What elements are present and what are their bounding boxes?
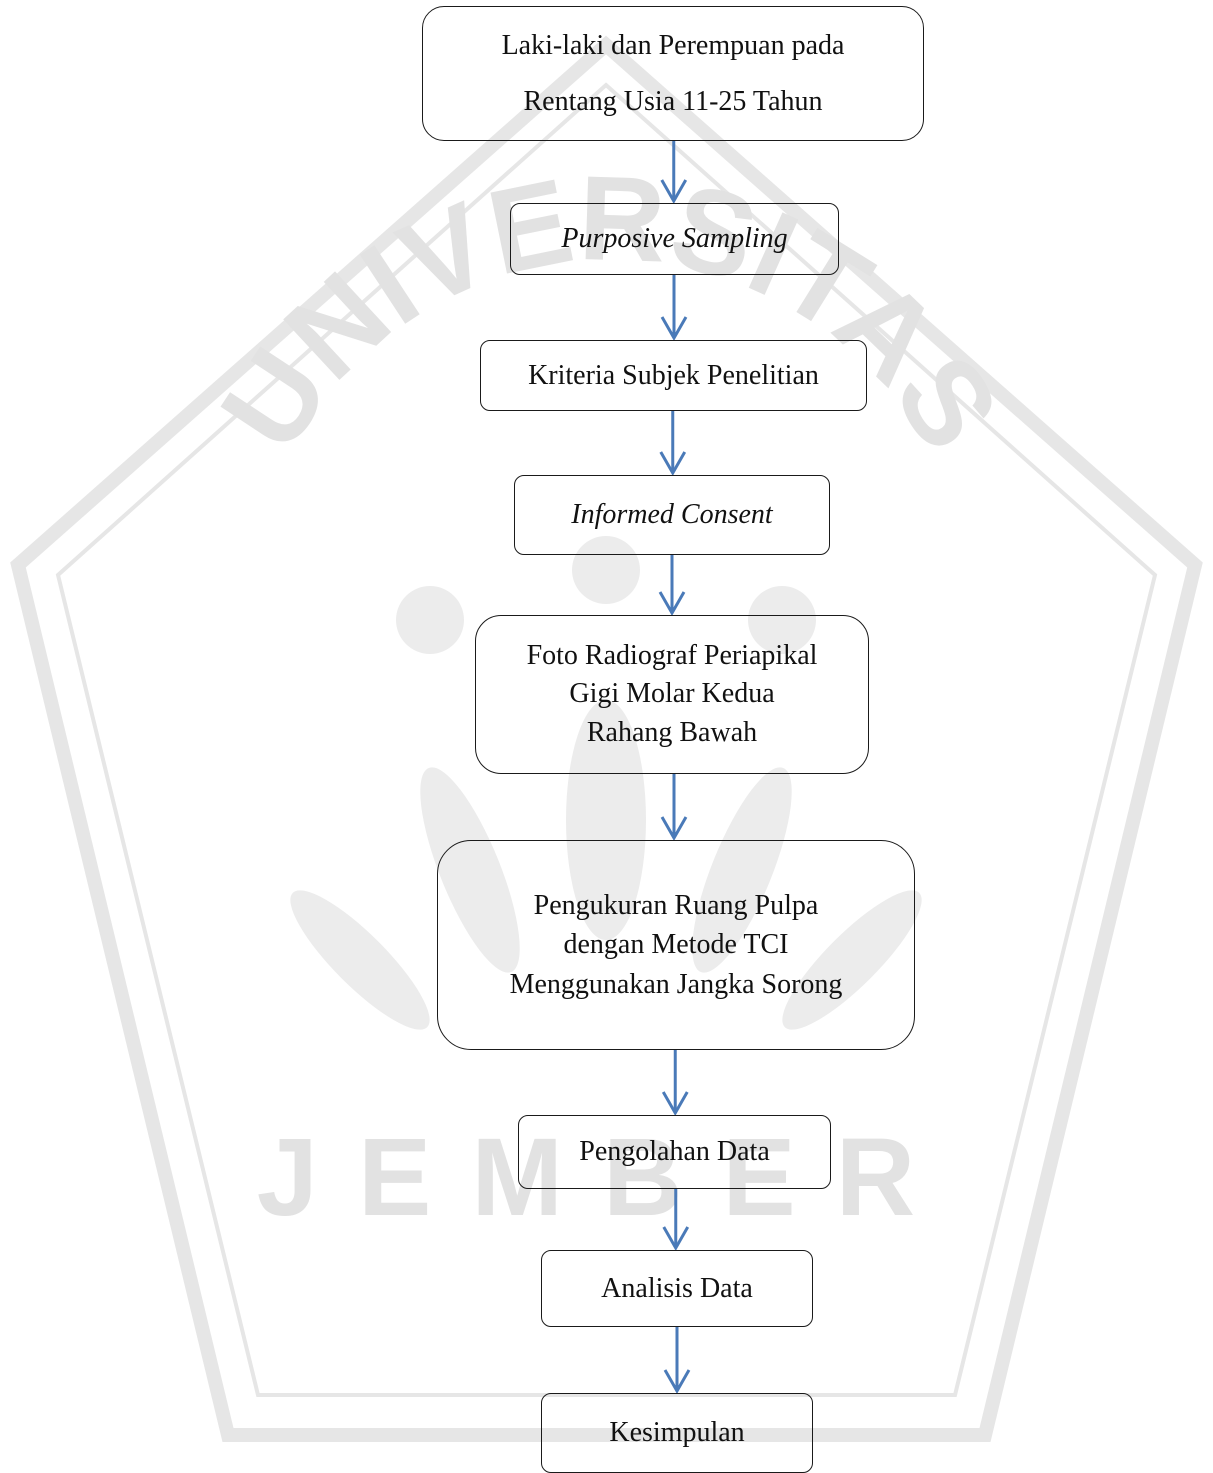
step-measurement: Pengukuran Ruang Pulpa dengan Metode TCI M… [437,840,915,1050]
node-text: Informed Consent [571,494,772,536]
flow-arrow [660,774,688,842]
flow-arrow [658,555,686,617]
node-line: Informed Consent [571,499,773,530]
node-line: Foto Radiograf Periapikal [526,640,818,672]
node-line: dengan Metode TCI [563,929,789,961]
flow-arrow [659,411,687,477]
node-line: Kesimpulan [609,1417,745,1448]
node-text: Purposive Sampling [561,218,787,260]
step-consent: Informed Consent [514,475,830,555]
step-conclusion: Kesimpulan [541,1393,813,1473]
step-criteria: Kriteria Subjek Penelitian [480,340,867,411]
flow-arrow [660,275,688,342]
node-line: Purposive Sampling [561,223,788,254]
node-line: Kriteria Subjek Penelitian [528,359,819,391]
node-line: Rahang Bawah [586,716,758,748]
node-line: Laki-laki dan Perempuan pada [501,29,845,61]
node-line: Pengolahan Data [579,1136,770,1167]
node-line: Rentang Usia 11-25 Tahun [523,85,823,117]
node-text: Pengukuran Ruang Pulpa dengan Metode TCI M… [510,886,843,1004]
step-sampling: Purposive Sampling [510,203,839,275]
flow-arrow [663,1327,691,1395]
watermark-arc-text: UNIVERSITAS [195,151,1025,473]
node-line: Pengukuran Ruang Pulpa [533,890,819,922]
step-data-processing: Pengolahan Data [518,1115,831,1189]
node-text: Pengolahan Data [579,1131,770,1173]
flow-arrow [661,1050,689,1117]
node-text: Kriteria Subjek Penelitian [528,355,819,397]
flow-arrow [662,1189,690,1252]
node-line: Menggunakan Jangka Sorong [509,968,843,1000]
node-line: Analisis Data [601,1272,753,1304]
node-text: Analisis Data [601,1268,753,1310]
step-data-analysis: Analisis Data [541,1250,813,1327]
node-text: Kesimpulan [609,1412,744,1454]
flow-arrow [660,141,688,205]
node-line: Gigi Molar Kedua [569,678,775,710]
